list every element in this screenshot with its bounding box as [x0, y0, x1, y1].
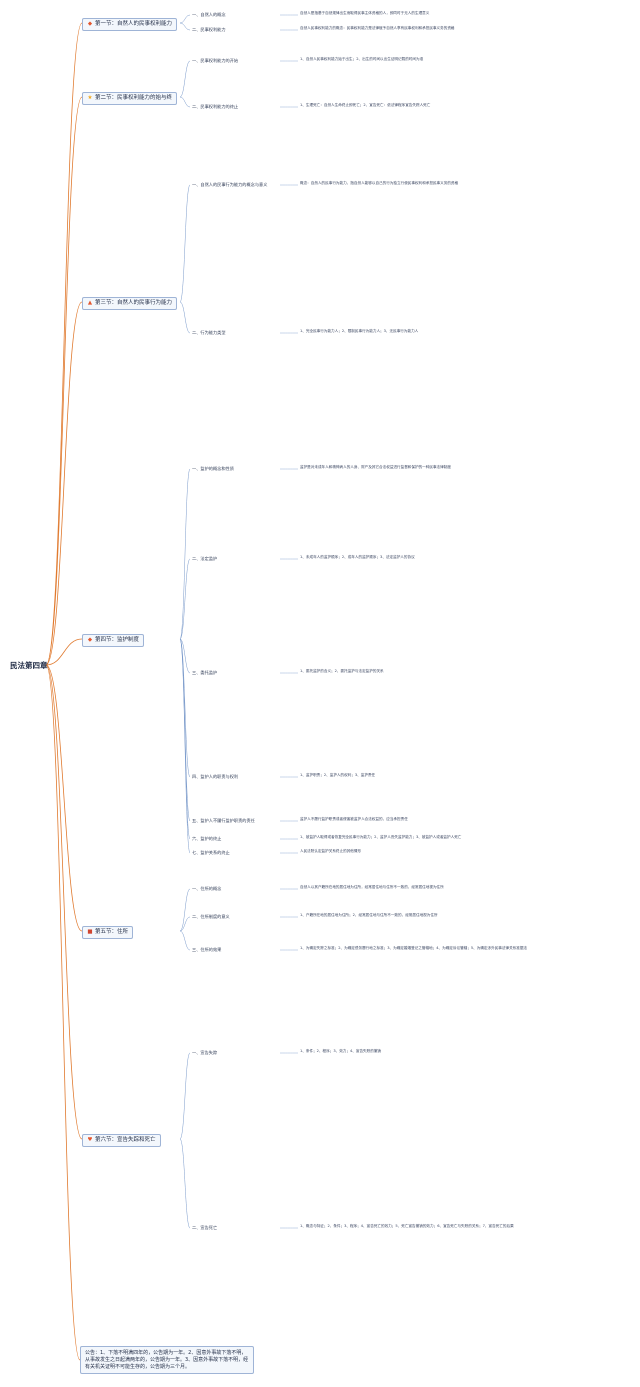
connector-line [179, 1052, 191, 1140]
connector-line [45, 664, 83, 932]
subtopic[interactable]: 二、法定监护 [192, 556, 218, 561]
connector-line [179, 468, 191, 640]
subtopic-detail: 1、被监护人取得或者恢复完全民事行为能力；2、监护人丧失监护能力；3、被监护人或… [300, 835, 462, 839]
subtopic[interactable]: 五、监护人不履行监护职责的责任 [192, 818, 255, 823]
connector-line [179, 1138, 191, 1229]
subtopic-detail: 自然人民事权利能力的概念：民事权利能力是法律赋予自然人享有民事权利和承担民事义务… [300, 26, 455, 30]
summary-note: 公告：1、下落不明满四年的，公告期为一年。2、因意外事故下落不明，从事故发生之日… [80, 1346, 254, 1375]
connector-line [45, 638, 83, 666]
subtopic-detail: 人民法院认定监护关系终止的其他情形 [300, 849, 362, 853]
connector-line [179, 14, 191, 24]
star-icon: ★ [87, 95, 93, 101]
section-4[interactable]: ◆第四节：监护制度 [82, 634, 145, 647]
subtopic[interactable]: 二、民事权利能力的终止 [192, 104, 239, 109]
connector-line [45, 22, 83, 666]
connector-line [179, 558, 191, 640]
connector-line [179, 301, 191, 334]
subtopic[interactable]: 一、自然人的概念 [192, 12, 226, 17]
subtopic[interactable]: 二、宣告死亡 [192, 1225, 218, 1230]
section-3[interactable]: ▲第三节：自然人的民事行为能力 [82, 297, 178, 310]
subtopic-detail: 自然人以其户籍所在地的居住地为住所，经常居住地与住所不一致的，经常居住地视为住所 [300, 885, 444, 889]
root-topic[interactable]: 民法第四章 [10, 661, 48, 670]
section-label: 第六节：宣告失踪和死亡 [95, 1137, 156, 1143]
subtopic[interactable]: 七、监护关系的终止 [192, 850, 230, 855]
connector-line [179, 184, 191, 303]
subtopic[interactable]: 一、自然人的民事行为能力的概念与意义 [192, 182, 268, 187]
subtopic[interactable]: 一、民事权利能力的开始 [192, 58, 239, 63]
subtopic-detail: 自然人是指基于自然规律出生而取得民事主体资格的人，即同时于无人的生理意义 [300, 11, 430, 15]
connector-line [179, 22, 191, 31]
subtopic[interactable]: 六、监护的终止 [192, 836, 222, 841]
section-label: 第四节：监护制度 [95, 637, 140, 643]
subtopic-detail: 监护人不履行监护职责或者侵害被监护人合法权益的，应当承担责任 [300, 817, 408, 821]
section-label: 第五节：住所 [95, 929, 129, 935]
subtopic[interactable]: 一、住所的概念 [192, 886, 222, 891]
subtopic-detail: 1、监护职责；2、监护人的权利；3、监护责任 [300, 773, 376, 777]
subtopic-detail: 概念：自然人的民事行为能力，指自然人能够以自己的行为独立行使民事权利和承担民事义… [300, 181, 459, 185]
connector-line [179, 888, 191, 932]
subtopic[interactable]: 三、委托监护 [192, 670, 218, 675]
subtopic-detail: 1、为确定失踪之标准；2、为确定债务履行地之标准；3、为确定婚姻登记之管辖地；4… [300, 946, 528, 950]
subtopic-detail: 1、概念与特征；2、条件；3、程序；4、宣告死亡的效力；5、死亡宣告撤销的效力；… [300, 1224, 514, 1228]
subtopic-detail: 1、委托监护的含义；2、委托监护与法定监护的关系 [300, 669, 384, 673]
fire-icon: ◆ [87, 21, 93, 27]
heart-icon: ♥ [87, 1137, 93, 1143]
connector-line [179, 638, 191, 778]
section-label: 第三节：自然人的民事行为能力 [95, 300, 173, 306]
subtopic-detail: 1、条件；2、程序；3、效力；4、宣告失踪的撤销 [300, 1049, 382, 1053]
subtopic[interactable]: 二、民事权利能力 [192, 27, 226, 32]
connector-line [179, 930, 191, 951]
section-2[interactable]: ★第二节：民事权利能力的始与终 [82, 92, 178, 105]
subtopic-detail: 1、户籍所在地的居住地为住所；2、经常居住地与住所不一致的，经常居住地视为住所 [300, 913, 438, 917]
subtopic[interactable]: 四、监护人的职责与权利 [192, 774, 239, 779]
subtopic[interactable]: 一、宣告失踪 [192, 1050, 218, 1055]
subtopic[interactable]: 二、行为能力类型 [192, 330, 226, 335]
subtopic-detail: 监护是对未成年人和精神病人的人身、财产及其它合法权益进行监督和保护的一种民事法律… [300, 465, 451, 469]
section-label: 第二节：民事权利能力的始与终 [95, 95, 173, 101]
connector-line [45, 664, 83, 1140]
subtopic-detail: 1、完全民事行为能力人；2、限制民事行为能力人；3、无民事行为能力人 [300, 329, 419, 333]
subtopic[interactable]: 一、监护的概念和性质 [192, 466, 234, 471]
connector-line [45, 664, 81, 1361]
connector-line [179, 916, 191, 932]
subtopic[interactable]: 三、住所的效果 [192, 947, 222, 952]
section-1[interactable]: ◆第一节：自然人的民事权利能力 [82, 18, 178, 31]
subtopic[interactable]: 二、住所制度的意义 [192, 914, 230, 919]
connector-line [179, 60, 191, 98]
section-5[interactable]: ■第五节：住所 [82, 926, 134, 939]
warning-icon: ▲ [87, 300, 93, 306]
section-label: 第一节：自然人的民事权利能力 [95, 21, 173, 27]
connector-line [179, 638, 191, 674]
connector-line [45, 301, 83, 666]
subtopic-detail: 1、生理死亡：自然人生命终止即死亡；2、宣告死亡：依法律程序宣告失踪人死亡 [300, 103, 431, 107]
subtopic-detail: 1、自然人民事权利能力始于出生；2、出生的时间以出生证明记载的时间为准 [300, 57, 424, 61]
bookmark-icon: ■ [87, 929, 93, 935]
fire-icon: ◆ [87, 637, 93, 643]
connector-line [45, 96, 83, 666]
connector-line [179, 96, 191, 108]
subtopic-detail: 1、未成年人的监护顺序；2、成年人的监护顺序；3、法定监护人的协议 [300, 555, 415, 559]
section-6[interactable]: ♥第六节：宣告失踪和死亡 [82, 1134, 161, 1147]
